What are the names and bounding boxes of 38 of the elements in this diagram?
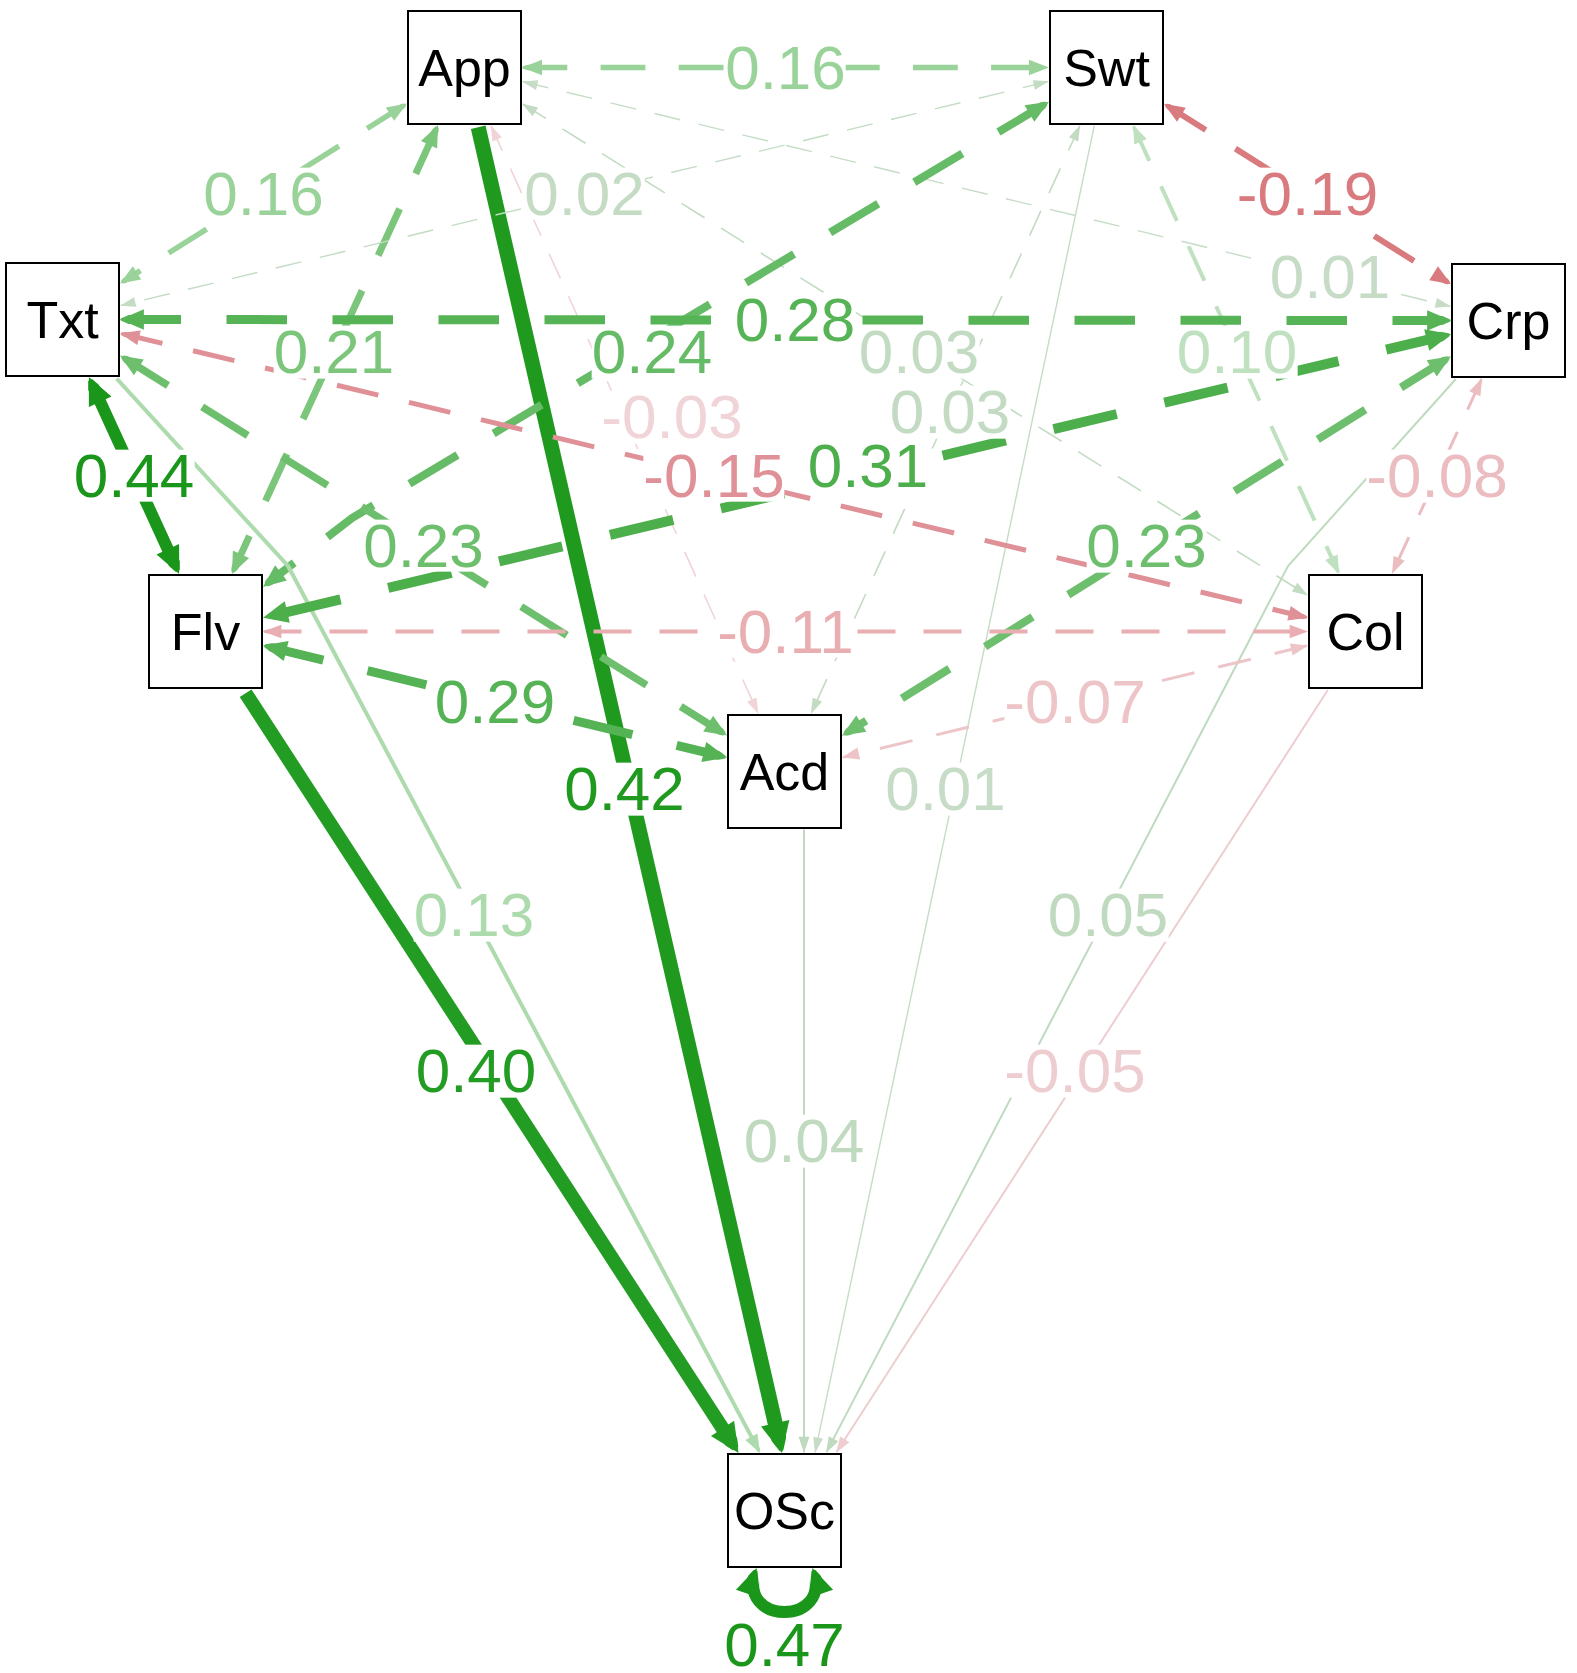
coefficient-label: 0.13	[413, 888, 535, 942]
coefficient-label: 0.01	[885, 762, 1006, 816]
variable-box	[727, 1453, 842, 1568]
variable-box	[1451, 263, 1566, 378]
coefficient-label: 0.44	[73, 449, 195, 502]
coefficient-label: 0.03	[858, 325, 980, 379]
variable-name: Txt	[26, 293, 99, 346]
coefficient-label: 0.03	[889, 385, 1011, 439]
variable-box	[148, 574, 263, 689]
variable-box	[1308, 574, 1423, 689]
arrow	[813, 124, 1095, 1454]
loop-arrow	[738, 1567, 831, 1618]
arrow	[239, 689, 742, 1454]
coefficient-label: 0.42	[564, 762, 685, 816]
coefficient-label: 0.23	[363, 519, 484, 572]
arrow	[835, 689, 1329, 1453]
variable-name: OSc	[733, 1484, 836, 1537]
variable-name: Swt	[1063, 41, 1150, 94]
variable-box	[407, 10, 522, 125]
coefficient-label: 0.40	[415, 1044, 537, 1098]
coefficient-label: 0.23	[1086, 519, 1207, 573]
variable-name: Flv	[170, 605, 241, 658]
coefficient-label: 0.10	[1176, 325, 1298, 379]
variable-box	[727, 714, 842, 829]
variable-box	[1049, 10, 1164, 125]
coefficient-label: -0.19	[1236, 167, 1379, 221]
coefficient-label: -0.08	[1366, 449, 1508, 503]
coefficient-label: 0.05	[1047, 888, 1169, 942]
coefficient-label: 0.04	[743, 1114, 865, 1168]
variable-name: Acd	[739, 745, 830, 798]
coefficient-label: 0.21	[273, 325, 395, 379]
arrow	[470, 125, 790, 1453]
variable-name: Col	[1326, 605, 1405, 658]
arrow	[798, 828, 810, 1454]
arrow	[115, 377, 762, 1453]
coefficient-label: 0.02	[524, 167, 645, 220]
variable-box	[5, 262, 120, 377]
coefficient-label: 0.24	[591, 325, 713, 379]
